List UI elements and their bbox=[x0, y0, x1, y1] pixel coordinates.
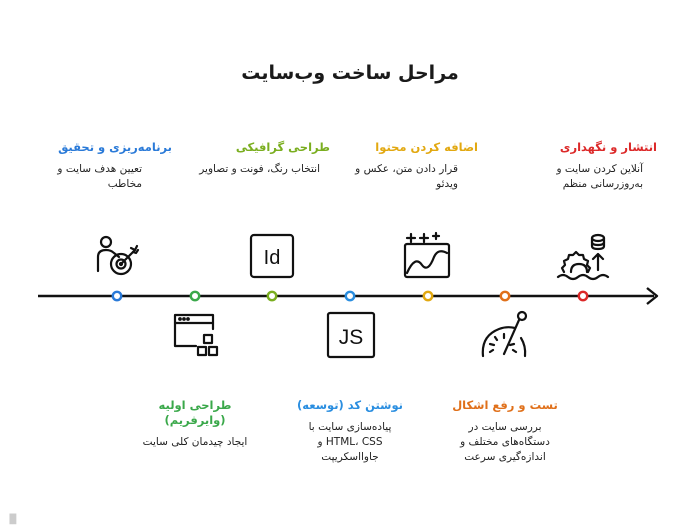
timeline-dot-content bbox=[422, 290, 434, 302]
step-description: تعیین هدف سایت و مخاطب bbox=[57, 163, 142, 190]
step-description: انتخاب رنگ، فونت و تصاویر bbox=[199, 163, 320, 175]
step-description: پیاده‌سازی سایت با HTML، CSS و جاوااسکری… bbox=[308, 421, 392, 463]
diagram-title: مراحل ساخت وب‌سایت bbox=[241, 62, 459, 84]
step-wireframe: طراحی اولیه (وایرفریم) ایجاد چیدمان کلی … bbox=[125, 398, 265, 450]
timeline-dot-graphic bbox=[266, 290, 278, 302]
server-gear-icon bbox=[556, 232, 610, 282]
step-heading: نوشتن کد (توسعه) bbox=[296, 398, 404, 412]
timeline-dot-test bbox=[499, 290, 511, 302]
step-test: تست و رفع اشکال بررسی سایت در دستگاه‌های… bbox=[440, 398, 570, 465]
step-research: برنامه‌ریزی و تحقیق تعیین هدف سایت و مخا… bbox=[32, 140, 172, 192]
timeline-arrowhead bbox=[646, 287, 659, 305]
step-graphic: طراحی گرافیکی انتخاب رنگ، فونت و تصاویر bbox=[190, 140, 330, 177]
step-heading: طراحی اولیه (وایرفریم) bbox=[158, 398, 232, 427]
step-content: اضافه کردن محتوا قرار دادن متن، عکس و وی… bbox=[348, 140, 478, 192]
step-description: قرار دادن متن، عکس و ویدئو bbox=[355, 163, 458, 190]
step-heading: برنامه‌ریزی و تحقیق bbox=[58, 140, 172, 154]
js-file-icon: JS bbox=[326, 311, 376, 359]
step-publish: انتشار و نگهداری آنلاین کردن سایت و به‌ر… bbox=[512, 140, 657, 192]
js-label: JS bbox=[339, 326, 364, 349]
step-description: بررسی سایت در دستگاه‌های مختلف و اندازه‌… bbox=[460, 421, 550, 463]
step-heading: طراحی گرافیکی bbox=[235, 140, 330, 154]
watermark-mark: ▐▌ bbox=[6, 515, 20, 525]
target-person-icon bbox=[94, 233, 142, 281]
timeline-dot-wireframe bbox=[189, 290, 201, 302]
id-label: Id bbox=[264, 247, 281, 269]
step-heading: تست و رفع اشکال bbox=[452, 398, 558, 412]
step-heading: اضافه کردن محتوا bbox=[375, 140, 478, 154]
step-heading: انتشار و نگهداری bbox=[559, 140, 657, 154]
timeline-dot-publish bbox=[577, 290, 589, 302]
timeline-dot-code bbox=[344, 290, 356, 302]
timeline-dot-research bbox=[111, 290, 123, 302]
step-description: آنلاین کردن سایت و به‌روزرسانی منظم bbox=[556, 163, 643, 190]
step-description: ایجاد چیدمان کلی سایت bbox=[142, 436, 248, 448]
image-sparkle-icon bbox=[402, 230, 454, 280]
step-code: نوشتن کد (توسعه) پیاده‌سازی سایت با HTML… bbox=[285, 398, 415, 465]
wireframe-layout-icon bbox=[172, 311, 220, 359]
speedometer-icon bbox=[478, 308, 532, 360]
indesign-id-icon: Id bbox=[249, 233, 295, 279]
